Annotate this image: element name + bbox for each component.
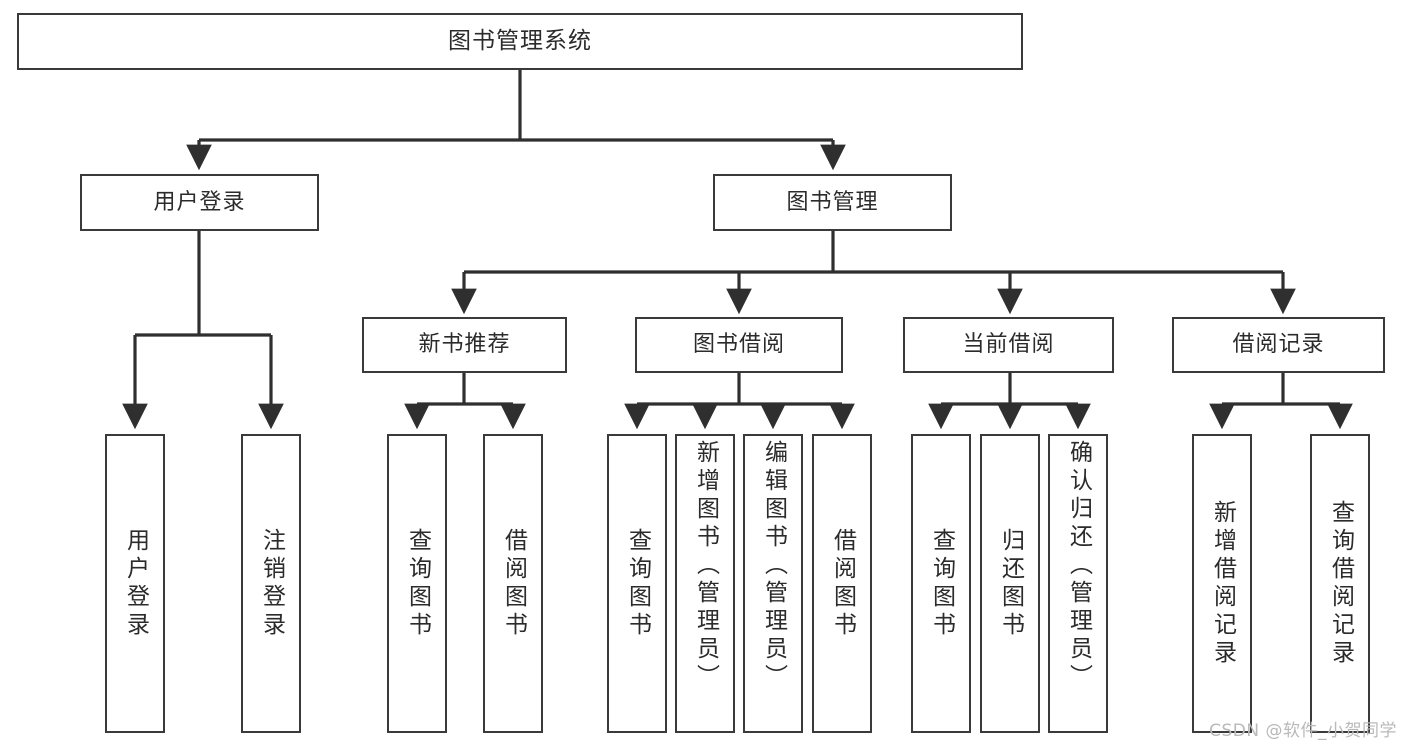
node-label: 编辑图书（管理员）	[760, 440, 787, 692]
node-label: 查询图书	[928, 527, 955, 640]
node-new-book-recommend[interactable]: 新书推荐	[362, 317, 567, 373]
leaf-borrow-query-book[interactable]: 查询图书	[607, 434, 667, 733]
leaf-borrow-borrow-book[interactable]: 借阅图书	[812, 434, 872, 733]
node-borrow-record[interactable]: 借阅记录	[1172, 317, 1385, 373]
node-label: 图书管理	[786, 189, 879, 215]
leaf-current-query-book[interactable]: 查询图书	[911, 434, 971, 733]
node-label: 注销登录	[258, 527, 285, 640]
node-label: 确认归还（管理员）	[1065, 440, 1092, 692]
node-label: 归还图书	[997, 527, 1024, 640]
leaf-borrow-add-book-admin[interactable]: 新增图书（管理员）	[675, 434, 735, 733]
leaf-user-login-logout[interactable]: 注销登录	[241, 434, 301, 733]
leaf-recommend-borrow-book[interactable]: 借阅图书	[483, 434, 543, 733]
leaf-borrow-edit-book-admin[interactable]: 编辑图书（管理员）	[743, 434, 803, 733]
node-label: 借阅图书	[829, 527, 856, 640]
node-label: 新增图书（管理员）	[692, 440, 719, 692]
node-label: 当前借阅	[962, 332, 1055, 358]
node-label: 图书管理系统	[448, 27, 592, 54]
node-label: 新书推荐	[418, 332, 511, 358]
node-label: 用户登录	[122, 527, 149, 640]
node-label: 用户登录	[153, 189, 246, 215]
leaf-user-login-login[interactable]: 用户登录	[105, 434, 165, 733]
node-label: 查询图书	[404, 527, 431, 640]
node-root-book-management-system[interactable]: 图书管理系统	[17, 13, 1023, 70]
node-label: 借阅记录	[1232, 332, 1325, 358]
node-label: 借阅图书	[500, 527, 527, 640]
leaf-record-add-record[interactable]: 新增借阅记录	[1192, 434, 1252, 733]
csdn-watermark: CSDN @软件_小贺同学	[1209, 721, 1397, 741]
node-book-management[interactable]: 图书管理	[713, 174, 952, 231]
node-label: 查询图书	[624, 527, 651, 640]
node-label: 查询借阅记录	[1327, 499, 1354, 668]
node-user-login[interactable]: 用户登录	[80, 174, 319, 231]
node-book-borrow[interactable]: 图书借阅	[635, 317, 843, 373]
node-current-borrow[interactable]: 当前借阅	[903, 317, 1114, 373]
leaf-current-confirm-return-admin[interactable]: 确认归还（管理员）	[1048, 434, 1108, 733]
node-label: 图书借阅	[692, 332, 785, 358]
leaf-current-return-book[interactable]: 归还图书	[980, 434, 1040, 733]
leaf-recommend-query-book[interactable]: 查询图书	[387, 434, 447, 733]
leaf-record-query-record[interactable]: 查询借阅记录	[1310, 434, 1370, 733]
node-label: 新增借阅记录	[1209, 499, 1236, 668]
